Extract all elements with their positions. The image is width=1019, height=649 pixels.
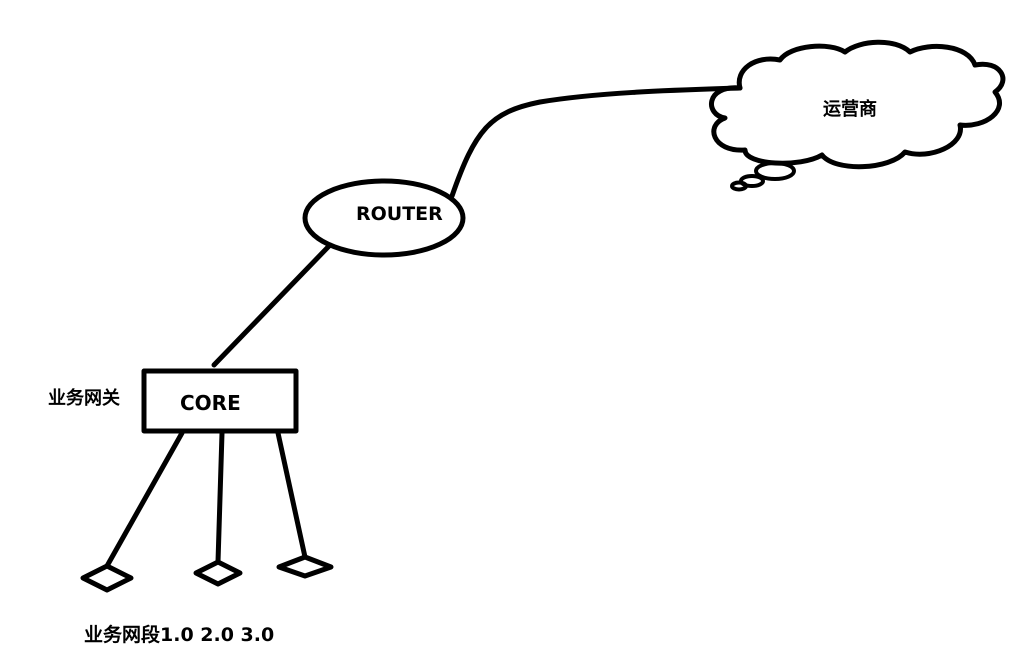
gateway-label: 业务网关: [48, 388, 120, 409]
router-node: [302, 178, 466, 258]
segment-node-2: [193, 559, 243, 587]
router-label: ROUTER: [356, 203, 443, 225]
isp-cloud-shape: [709, 39, 1006, 170]
segment-link-2: [215, 430, 225, 565]
segments-label: 业务网段1.0 2.0 3.0: [84, 624, 275, 646]
isp-label: 运营商: [823, 99, 877, 120]
router-core-link: [211, 242, 333, 368]
cloud-tail-bubble-1: [754, 161, 796, 181]
segment-node-3: [276, 554, 334, 579]
cloud-tail-bubble-3: [730, 180, 748, 192]
segment-link-1: [104, 430, 185, 569]
segment-link-3: [275, 430, 308, 560]
core-label: CORE: [180, 391, 241, 415]
segment-node-1: [80, 563, 134, 593]
core-node: [141, 368, 299, 434]
router-cloud-link: [449, 85, 743, 199]
